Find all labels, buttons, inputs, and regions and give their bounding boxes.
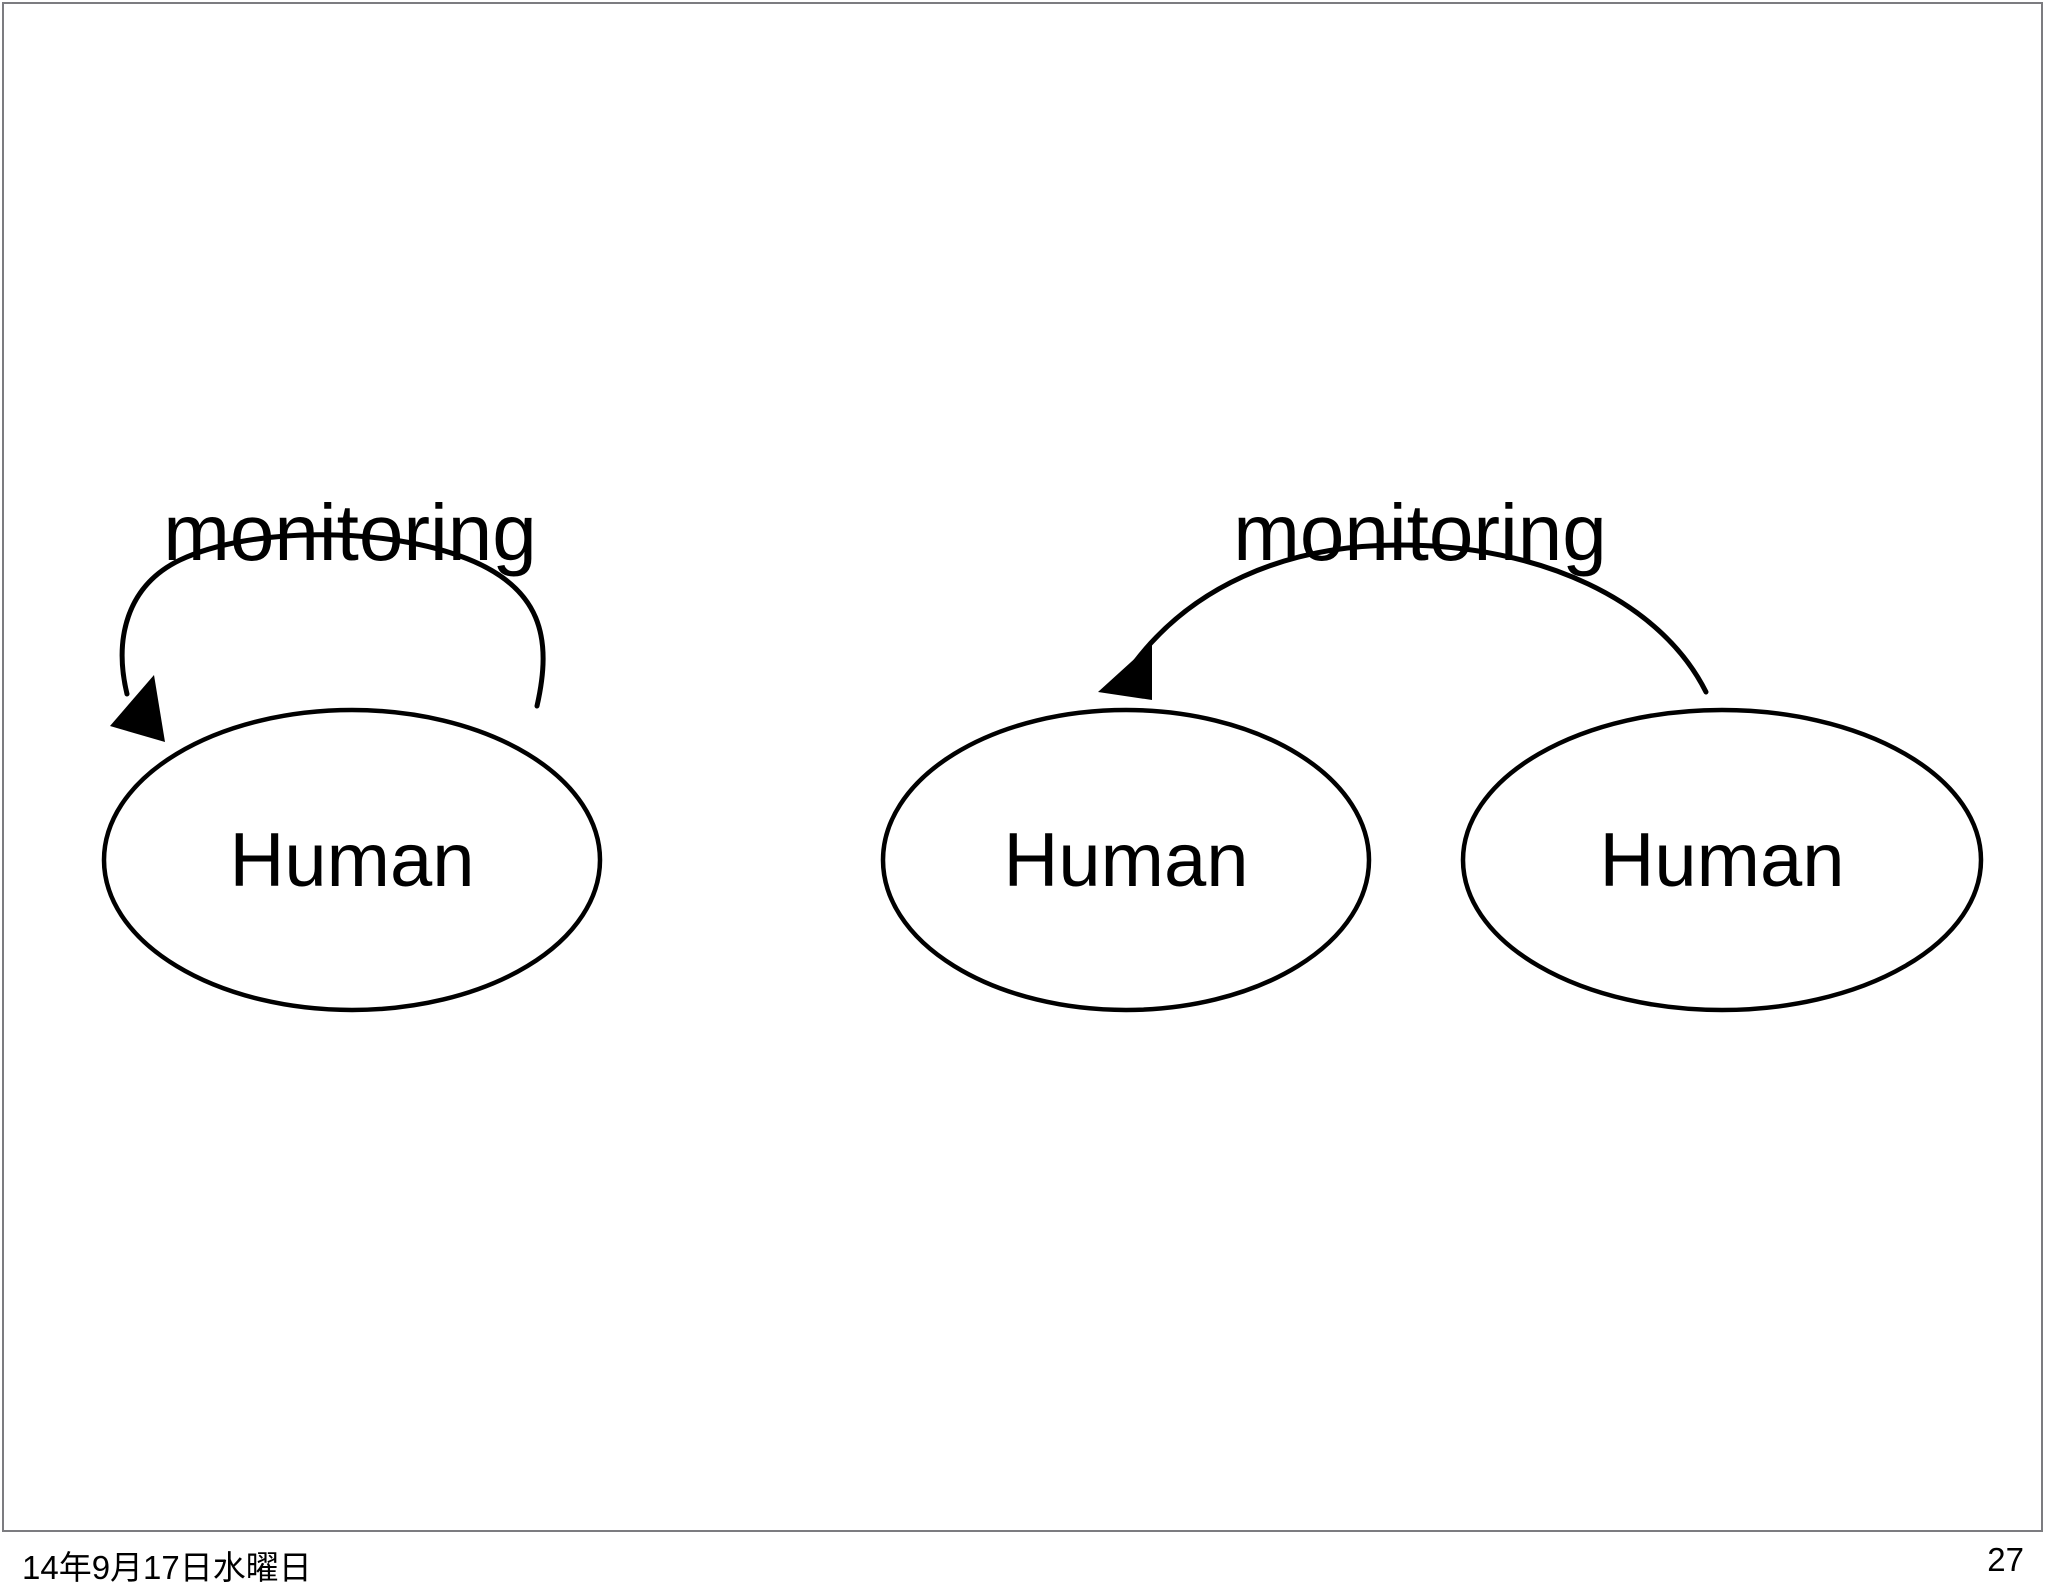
diagram-canvas: monitoring Human monitoring Human Human <box>101 488 1984 1013</box>
node-label-human-left: Human <box>230 818 475 903</box>
slide-footer: 14年9月17日水曜日 27 <box>0 1535 2048 1587</box>
node-human-middle[interactable] <box>880 707 1372 1013</box>
self-loop-edge-path <box>119 532 546 709</box>
footer-date: 14年9月17日水曜日 <box>22 1549 312 1586</box>
edge-label-monitoring-self: monitoring <box>163 488 537 577</box>
edge-label-monitoring-peer: monitoring <box>1233 488 1607 577</box>
group-self-monitoring: monitoring Human <box>101 488 603 1013</box>
peer-edge-path <box>1132 542 1709 695</box>
group-peer-monitoring: monitoring Human Human <box>880 488 1984 1013</box>
node-label-human-middle: Human <box>1004 818 1249 903</box>
self-loop-arrowhead-icon <box>110 675 165 742</box>
node-human-left[interactable] <box>101 707 603 1013</box>
node-label-human-right: Human <box>1600 818 1845 903</box>
node-human-right[interactable] <box>1460 707 1984 1013</box>
footer-page-number: 27 <box>1987 1541 2024 1578</box>
peer-arrowhead-icon <box>1098 643 1152 700</box>
